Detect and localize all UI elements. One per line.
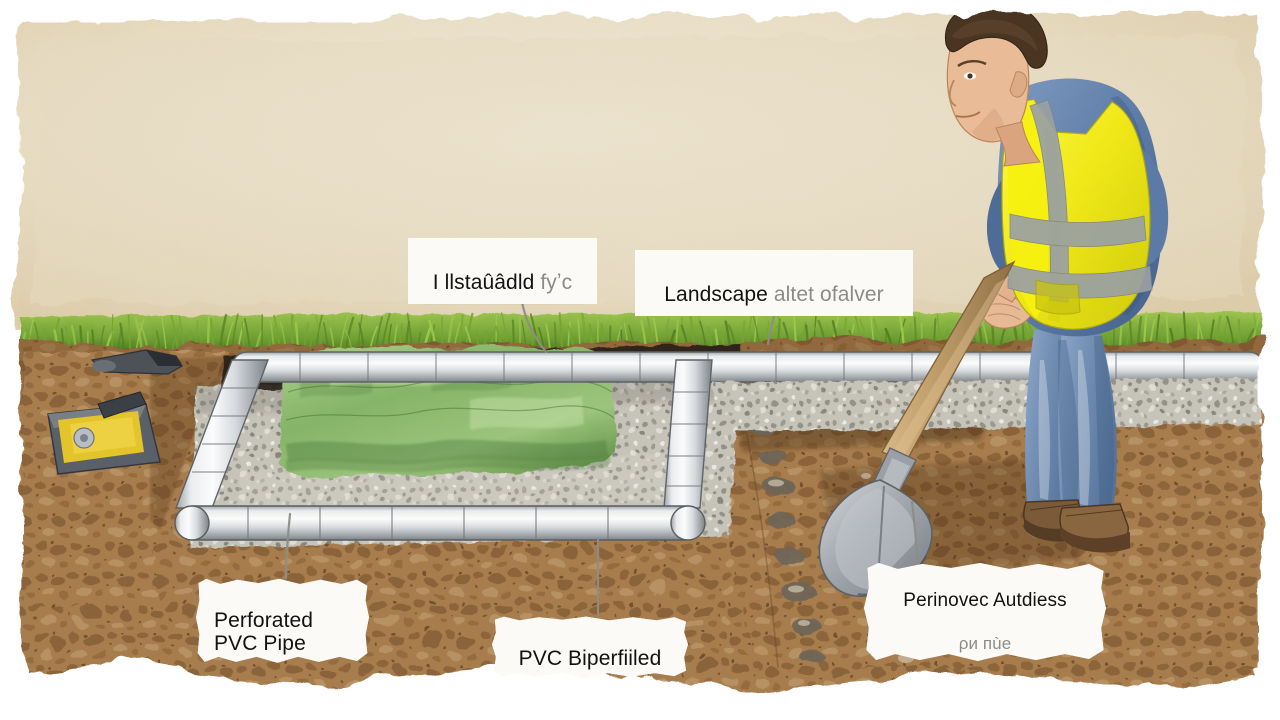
callout-perinoved-autdiess-garbled: ρᴎ пùe: [958, 633, 1012, 653]
callout-perinoved-autdiess-text: Perinoveᴄ Autdiess: [903, 590, 1067, 612]
callout-landscape-fabric[interactable]: Landscape altet ofalver: [635, 249, 913, 317]
callout-perforated-pvc-pipe[interactable]: Perforated PVC Pipe: [196, 578, 369, 663]
callout-pvc-biperfiiled[interactable]: PVC Biperfiiled: [492, 616, 688, 678]
leader-perinoved: [910, 500, 920, 564]
hand-tool-upper: [90, 349, 183, 375]
callout-perinoved-autdiess[interactable]: Perinoveᴄ Autdiess ρᴎ пùe: [864, 563, 1106, 662]
callout-installed-pvc-text: I llstaûâdld: [432, 270, 541, 294]
work-boots: [1023, 499, 1130, 553]
callout-landscape-fabric-garbled: altet ofalver: [773, 282, 884, 306]
toolbox: [47, 349, 183, 475]
callout-installed-pvc[interactable]: I llstaûâdld fyʼc: [408, 237, 597, 305]
toolbox-body: [47, 391, 161, 475]
construction-worker: [944, 1, 1169, 553]
callout-landscape-fabric-text: Landscape: [664, 282, 774, 306]
leader-perforated-pipe: [284, 512, 292, 580]
pipe-run-front: [174, 505, 706, 541]
callout-pvc-biperfiiled-text: PVC Biperfiiled: [518, 646, 662, 670]
pipe-run-right: [663, 359, 713, 509]
shovel: [818, 260, 1016, 597]
callout-perforated-pvc-pipe-text: Perforated PVC Pipe: [214, 608, 314, 656]
callout-installed-pvc-garbled: fyʼc: [540, 270, 573, 294]
safety-vest: [1001, 99, 1153, 330]
worker-head: [944, 1, 1048, 143]
gravel-shelf-right: [712, 378, 1262, 432]
perforated-pvc-pipe: [174, 351, 1265, 541]
